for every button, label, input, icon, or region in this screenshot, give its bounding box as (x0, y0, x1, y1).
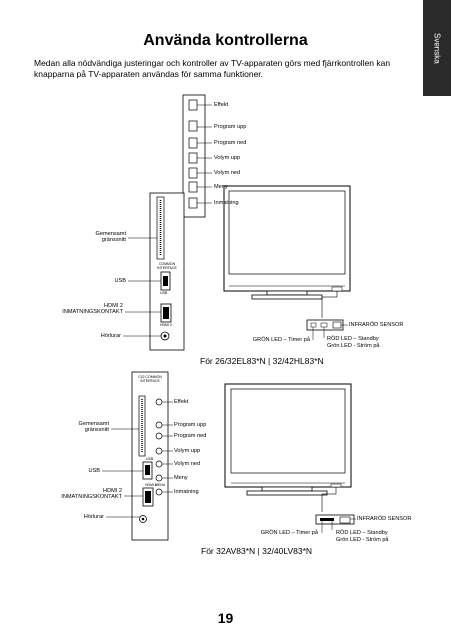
language-tab: Svenska (423, 0, 451, 96)
d2-label-green-power: Grön LED - Ström på (336, 537, 389, 543)
d1-label-volume-up: Volym upp (214, 155, 241, 161)
d2-label-green-led: GRÖN LED – Timer på (260, 530, 318, 536)
d1-label-green-power: Grön LED - Ström på (327, 343, 380, 349)
d1-label-hdmi: HDMI 2 INMATNINGSKONTAKT (62, 303, 123, 315)
d2-label-program-down: Program ned (174, 433, 207, 439)
d1-label-program-down: Program ned (214, 140, 247, 146)
d1-label-volume-down: Volym ned (214, 170, 241, 176)
d1-label-program-up: Program upp (214, 124, 247, 130)
intro-paragraph: Medan alla nödvändiga justeringar och ko… (34, 58, 391, 79)
d2-label-common-interface: Gemensamt gränssnitt (78, 421, 109, 433)
d1-label-menu: Meny (214, 184, 228, 190)
d2-label-input: Inmatning (174, 489, 199, 495)
d2-label-program-up: Program upp (174, 422, 207, 428)
d2-panel-usb-text: USB (146, 457, 154, 461)
d2-label-red-led: RÖD LED – Standby (336, 530, 388, 536)
d2-label-infrared: INFRARÖD SENSOR (357, 516, 412, 522)
d1-label-infrared: INFRARÖD SENSOR (349, 322, 404, 328)
d1-label-common-interface: Gemensamt gränssnitt (95, 231, 126, 243)
d1-label-green-led: GRÖN LED – Timer på (252, 337, 310, 343)
d2-label-headphones: Hörlurar (83, 514, 104, 520)
d1-panel-ci-text: COMMON INTERFACE (157, 262, 177, 270)
d1-label-input: Inmatning (214, 200, 239, 206)
d2-panel-ci-text: CI/2 COMMON INTERFACE (138, 375, 162, 383)
language-tab-label: Svenska (432, 32, 442, 64)
d2-label-usb: USB (88, 468, 100, 474)
d1-panel-hdmi-text: HDMI 2 (160, 323, 172, 327)
page-number: 19 (217, 610, 234, 626)
d2-panel-hdmi-text: HDMI 2 (145, 483, 157, 487)
d1-caption: För 26/32EL83*N | 32/42HL83*N (200, 356, 324, 366)
d2-caption: För 32AV83*N | 32/40LV83*N (201, 546, 313, 556)
d2-label-volume-up: Volym upp (174, 448, 201, 454)
page-title: Använda kontrollerna (143, 32, 308, 49)
d2-panel-menu-text: MENU (155, 483, 166, 487)
d1-label-usb: USB (114, 278, 126, 284)
d2-label-power: Effekt (174, 399, 189, 405)
d2-label-hdmi: HDMI 2 INMATNINGSKONTAKT (61, 488, 122, 500)
d1-label-headphones: Hörlurar (100, 333, 121, 339)
d2-label-menu: Meny (174, 475, 188, 481)
d2-label-volume-down: Volym ned (174, 461, 201, 467)
d1-label-power: Effekt (214, 102, 229, 108)
d1-label-red-led: RÖD LED – Standby (327, 336, 379, 342)
d1-panel-usb-text: USB (160, 291, 168, 295)
